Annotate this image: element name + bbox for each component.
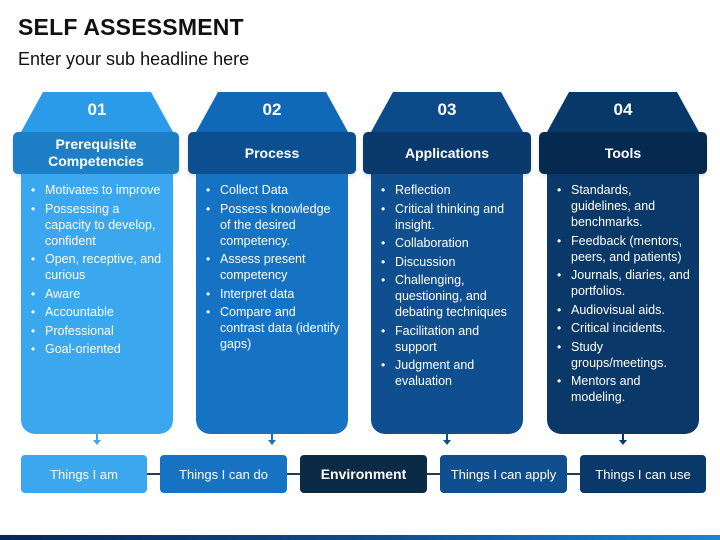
list-item: Judgment and evaluation <box>381 357 517 389</box>
flow-box-things-i-am: Things I am <box>21 455 147 493</box>
column-tab-shape <box>196 92 348 132</box>
arrow-down-icon <box>443 434 451 445</box>
list-item: Study groups/meetings. <box>557 339 693 371</box>
flow-connector <box>426 473 440 475</box>
column-body: Collect Data Possess knowledge of the de… <box>196 174 348 434</box>
list-item: Discussion <box>381 254 517 270</box>
list-item: Feedback (mentors, peers, and patients) <box>557 233 693 265</box>
column-title: Applications <box>363 132 531 174</box>
list-item: Collaboration <box>381 235 517 251</box>
list-item: Critical incidents. <box>557 320 693 336</box>
list-item: Standards, guidelines, and benchmarks. <box>557 182 693 230</box>
list-item: Professional <box>31 323 167 339</box>
list-item: Assess present competency <box>206 251 342 283</box>
list-item: Aware <box>31 286 167 302</box>
arrow-down-icon <box>619 434 627 445</box>
list-item: Interpret data <box>206 286 342 302</box>
flow-box-things-i-can-do: Things I can do <box>160 455 287 493</box>
column-number: 04 <box>613 100 633 119</box>
list-item: Goal-oriented <box>31 341 167 357</box>
page-title: SELF ASSESSMENT <box>18 14 244 40</box>
flow-connector <box>566 473 580 475</box>
column-title: Process <box>188 132 356 174</box>
flow-box-environment: Environment <box>300 455 427 493</box>
page-subtitle: Enter your sub headline here <box>18 49 250 69</box>
column-tab-shape <box>21 92 173 132</box>
column-tab-shape <box>547 92 699 132</box>
list-item: Compare and contrast data (identify gaps… <box>206 304 342 352</box>
column-body: Reflection Critical thinking and insight… <box>371 174 523 434</box>
list-item: Journals, diaries, and portfolios. <box>557 267 693 299</box>
list-item: Facilitation and support <box>381 323 517 355</box>
column-title: Tools <box>539 132 707 174</box>
column-title: Prerequisite Competencies <box>13 132 179 174</box>
column-tab-shape <box>371 92 523 132</box>
list-item: Possessing a capacity to develop, confid… <box>31 201 167 249</box>
list-item: Accountable <box>31 304 167 320</box>
flow-connector <box>146 473 160 475</box>
list-item: Collect Data <box>206 182 342 198</box>
item-list: Motivates to improve Possessing a capaci… <box>21 174 173 357</box>
arrow-down-icon <box>93 434 101 445</box>
column-body: Motivates to improve Possessing a capaci… <box>21 174 173 434</box>
list-item: Challenging, questioning, and debating t… <box>381 272 517 320</box>
item-list: Reflection Critical thinking and insight… <box>371 174 523 389</box>
flow-connector <box>286 473 300 475</box>
list-item: Reflection <box>381 182 517 198</box>
column-number: 02 <box>262 100 282 119</box>
list-item: Motivates to improve <box>31 182 167 198</box>
column-number: 03 <box>437 100 457 119</box>
list-item: Audiovisual aids. <box>557 302 693 318</box>
item-list: Collect Data Possess knowledge of the de… <box>196 174 348 352</box>
flow-box-things-i-can-apply: Things I can apply <box>440 455 567 493</box>
arrow-down-icon <box>268 434 276 445</box>
column-body: Standards, guidelines, and benchmarks. F… <box>547 174 699 434</box>
list-item: Possess knowledge of the desired compete… <box>206 201 342 249</box>
flow-box-things-i-can-use: Things I can use <box>580 455 706 493</box>
list-item: Open, receptive, and curious <box>31 251 167 283</box>
item-list: Standards, guidelines, and benchmarks. F… <box>547 174 699 405</box>
column-number: 01 <box>87 100 107 119</box>
footer-bar <box>0 535 720 540</box>
list-item: Critical thinking and insight. <box>381 201 517 233</box>
list-item: Mentors and modeling. <box>557 373 693 405</box>
